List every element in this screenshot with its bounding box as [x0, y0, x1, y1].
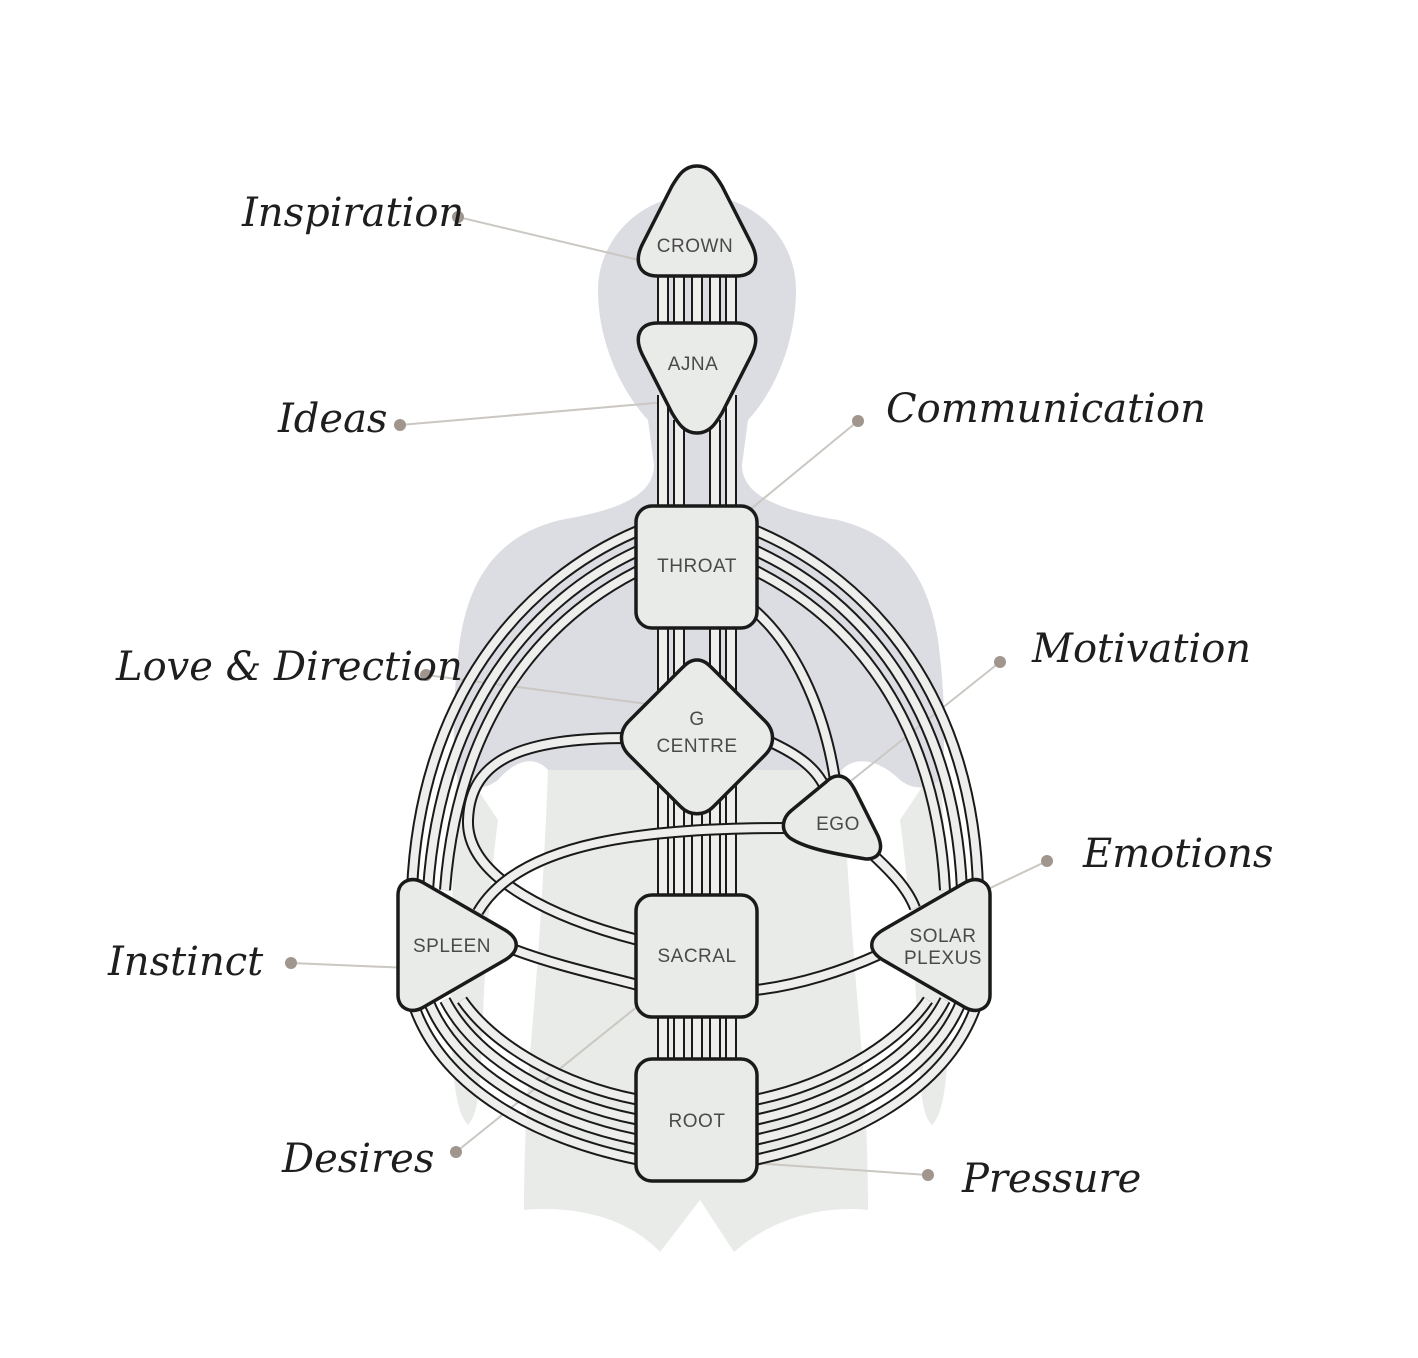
channel-throat-ego — [750, 605, 841, 781]
spleen-center[interactable] — [396, 877, 518, 1013]
channel-throat-solar-1 — [751, 524, 984, 891]
channel-sacral-solar — [755, 949, 881, 996]
leader-dot-love-direction — [420, 669, 432, 681]
leader-dot-emotions — [1041, 855, 1053, 867]
callout-labels: Inspiration Ideas Communication Love & D… — [107, 190, 1273, 1202]
channel-spleen-sacral-fill — [513, 946, 640, 989]
throat-center[interactable] — [634, 504, 759, 630]
channel-throat-solar-2 — [751, 544, 968, 891]
leader-dot-communication — [852, 415, 864, 427]
leader-dot-instinct — [285, 957, 297, 969]
channel-ego-solar — [865, 847, 921, 911]
channel-solar-root-3 — [752, 997, 951, 1126]
leader-ideas — [399, 399, 691, 426]
channel-throat-solar-3-fill — [752, 566, 949, 891]
ajna-center[interactable] — [636, 321, 758, 435]
channel-throat-spleen-1-fill — [408, 526, 642, 891]
crown-label: CROWN — [657, 236, 733, 257]
channel-spleen-sacral — [512, 944, 640, 991]
g-centre-label-line1: G — [689, 709, 704, 730]
channel-throat-ego-fill — [751, 606, 839, 781]
channel-spleen-root-1 — [406, 998, 642, 1166]
g-centre[interactable] — [619, 658, 775, 816]
channel-throat-solar-1-fill — [752, 526, 982, 891]
callout-ideas: Ideas — [277, 396, 387, 442]
callout-communication: Communication — [886, 386, 1206, 432]
channel-spleen-root-4-fill — [458, 997, 641, 1104]
channel-ego-spleen — [472, 822, 791, 916]
ego-label: EGO — [816, 814, 860, 835]
callout-instinct: Instinct — [107, 939, 264, 985]
callout-emotions: Emotions — [1082, 831, 1273, 877]
throat-label: THROAT — [657, 556, 737, 577]
channel-spleen-root-2 — [422, 997, 642, 1146]
leader-instinct — [290, 962, 411, 969]
channel-g-spleen-fill — [463, 734, 639, 944]
callout-desires: Desires — [281, 1136, 434, 1182]
root-label: ROOT — [669, 1111, 726, 1132]
channel-throat-spleen-3 — [439, 564, 643, 891]
leader-dot-motivation — [994, 656, 1006, 668]
channel-throat-solar-3 — [751, 564, 951, 891]
ego-center[interactable] — [781, 774, 883, 861]
channel-throat-spleen-1 — [406, 524, 643, 891]
silhouette-upper-body — [453, 195, 945, 788]
channel-throat-spleen-2 — [422, 544, 643, 891]
leader-dot-pressure — [922, 1169, 934, 1181]
channel-spleen-root-2-fill — [424, 998, 641, 1144]
channel-throat-spleen-2-fill — [424, 546, 642, 891]
ajna-label: AJNA — [668, 354, 719, 375]
crown-center[interactable] — [636, 164, 758, 278]
centers — [396, 164, 992, 1183]
channel-solar-root-3-fill — [753, 998, 949, 1124]
channel-spleen-root-3-fill — [441, 998, 641, 1124]
channel-solar-root-4 — [752, 996, 933, 1106]
solar-plexus-label-line2: PLEXUS — [904, 948, 982, 969]
channel-spleen-root-4 — [457, 996, 642, 1106]
leader-dot-inspiration — [452, 211, 464, 223]
channel-solar-root-2 — [752, 997, 968, 1146]
leader-communication — [734, 420, 859, 523]
root-center[interactable] — [634, 1057, 759, 1183]
solar-plexus-center[interactable] — [870, 877, 992, 1013]
channel-throat-solar-2-fill — [752, 546, 966, 891]
g-centre-label-line2: CENTRE — [656, 736, 737, 757]
callout-pressure: Pressure — [961, 1156, 1141, 1202]
center-labels: CROWN AJNA THROAT G CENTRE EGO SPLEEN SA… — [413, 236, 982, 1132]
channel-g-spleen — [461, 732, 640, 946]
channel-solar-root-1 — [752, 998, 984, 1166]
leader-dot-ideas — [394, 419, 406, 431]
channels — [406, 270, 984, 1166]
sacral-label: SACRAL — [657, 946, 736, 967]
spleen-label: SPLEEN — [413, 936, 491, 957]
channel-solar-root-1-fill — [753, 998, 982, 1164]
channel-ego-spleen-fill — [474, 824, 791, 915]
leader-dot-desires — [450, 1146, 462, 1158]
channel-spleen-root-1-fill — [408, 998, 641, 1164]
channel-solar-root-2-fill — [753, 998, 966, 1144]
sacral-center[interactable] — [634, 893, 759, 1019]
leader-inspiration — [457, 216, 661, 266]
callout-inspiration: Inspiration — [241, 190, 464, 236]
callout-love-direction: Love & Direction — [115, 644, 463, 690]
channel-ego-solar-fill — [867, 849, 919, 910]
channel-spleen-root-3 — [439, 997, 642, 1126]
channel-sacral-solar-fill — [755, 951, 880, 994]
solar-plexus-label-line1: SOLAR — [910, 926, 977, 947]
callout-motivation: Motivation — [1031, 626, 1251, 672]
channel-solar-root-4-fill — [753, 997, 932, 1104]
channel-throat-spleen-3-fill — [441, 566, 642, 891]
